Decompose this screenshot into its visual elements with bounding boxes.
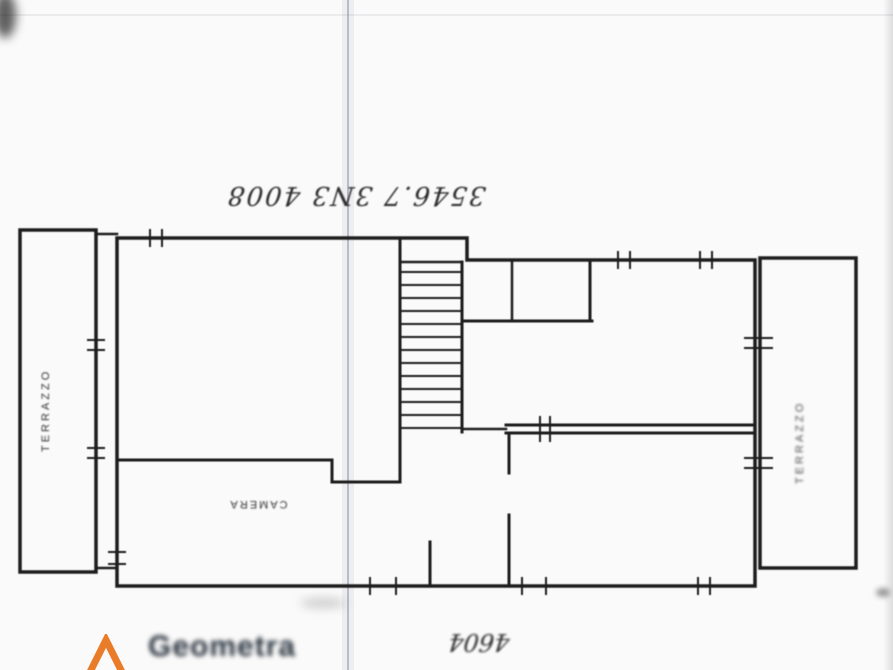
- handwritten-annotation-top: 3546.7 3N3 4008: [224, 180, 488, 210]
- terrace-left-outline: [18, 228, 98, 574]
- left-wall-window-ticks: [108, 551, 126, 565]
- terrace-right-outline: [758, 256, 858, 570]
- building-outer-wall: [115, 236, 757, 588]
- ink-smudge: [300, 598, 346, 608]
- terrace-left-label: TERRAZZO: [40, 368, 52, 452]
- stamp-triangle-icon: [87, 634, 125, 670]
- corner-smudge: [0, 0, 16, 38]
- bottom-wall-window-ticks: [369, 577, 711, 595]
- top-wall-window-ticks: [149, 229, 163, 247]
- handwritten-annotation-bottom: 4604: [446, 628, 512, 656]
- partition-door-ticks: [539, 416, 551, 442]
- camera-room-wall: [115, 458, 402, 484]
- right-wall-window-ticks: [744, 337, 773, 469]
- camera-room-label: CAMERA: [228, 498, 288, 510]
- terrace-right-label: TERRAZZO: [794, 400, 806, 484]
- ink-speck: [876, 588, 890, 597]
- partition-double-wall: [504, 423, 757, 435]
- stamp-text: Geometra: [148, 630, 297, 663]
- stair-treads: [401, 271, 461, 429]
- paper-crease: [0, 14, 893, 16]
- paper-fold-line: [347, 0, 349, 670]
- scan-edge-shadow: [883, 0, 893, 670]
- terrace-left-connectors: [94, 232, 119, 570]
- top-right-window-ticks: [617, 251, 713, 269]
- terrace-left-window-ticks: [87, 339, 105, 459]
